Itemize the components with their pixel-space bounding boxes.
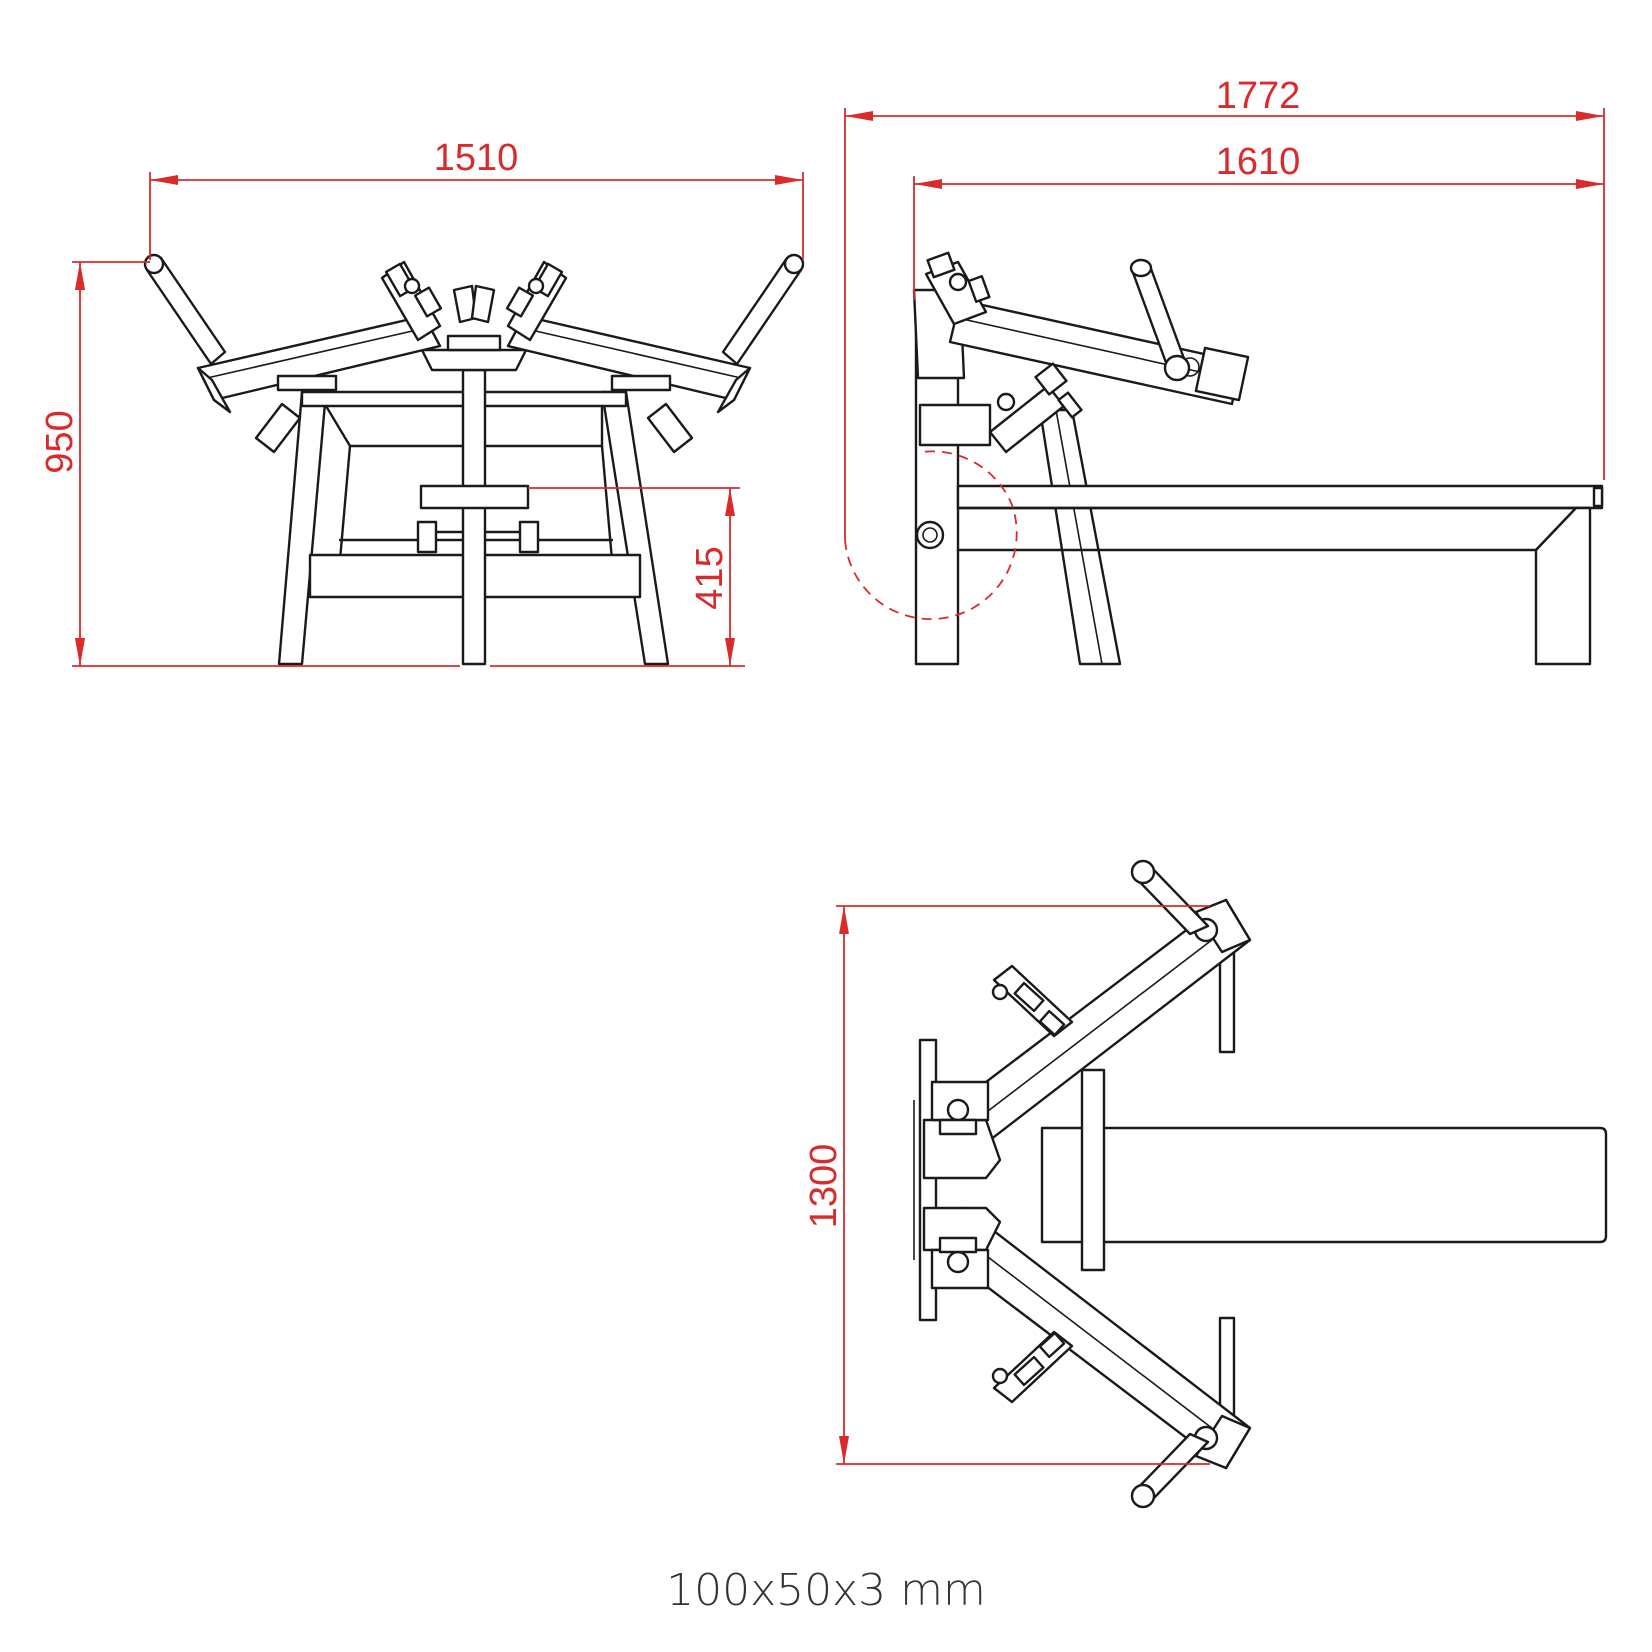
side-bench-top — [956, 484, 1604, 510]
top-upper-handle — [930, 964, 1074, 1136]
side-frame-length-label: 1610 — [1216, 141, 1301, 183]
profile-caption: 100x50x3 mm — [666, 1565, 986, 1616]
front-center-post — [461, 368, 487, 666]
front-left-stub — [254, 402, 302, 454]
front-view — [143, 253, 805, 666]
front-height-dimension: 950 — [39, 261, 745, 667]
top-depth-dimension: 1300 — [803, 905, 1210, 1465]
side-view — [912, 251, 1604, 666]
side-total-length-label: 1772 — [1216, 75, 1301, 117]
top-bench-pad — [1040, 1126, 1608, 1244]
side-total-length-dimension: 1772 — [844, 75, 1605, 540]
front-width-dimension: 1510 — [149, 137, 804, 260]
seat-height-dimension: 415 — [528, 487, 740, 666]
side-top-handle — [924, 251, 991, 326]
front-left-handle — [380, 260, 478, 342]
seat-height-label: 415 — [689, 546, 731, 609]
top-view — [913, 859, 1608, 1509]
top-lower-handle — [930, 1236, 1074, 1404]
side-rear-leg — [1534, 506, 1592, 666]
front-seat-block — [419, 484, 530, 510]
side-frame-length-dimension: 1610 — [913, 141, 1604, 300]
front-height-label: 950 — [39, 410, 81, 473]
side-swing-arc — [844, 450, 1018, 620]
side-angled-leg — [1038, 408, 1122, 666]
front-right-stub — [646, 402, 694, 454]
side-pivot-hole — [915, 520, 945, 550]
front-left-horn — [145, 256, 227, 366]
front-right-horn — [721, 256, 803, 366]
side-lever-arm — [948, 298, 1242, 406]
top-depth-label: 1300 — [803, 1144, 845, 1229]
side-lower-handle — [988, 362, 1083, 454]
top-frame-rail-left — [1080, 1068, 1106, 1272]
side-bench-frame — [956, 506, 1578, 552]
front-width-label: 1510 — [434, 137, 519, 179]
front-right-handle — [470, 260, 568, 342]
